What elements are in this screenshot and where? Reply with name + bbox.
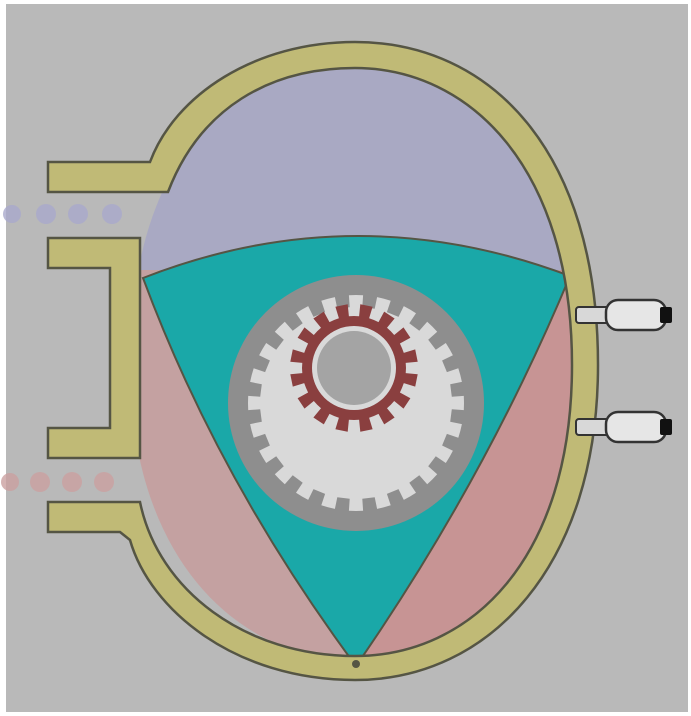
apex-seal bbox=[352, 660, 360, 668]
eccentric-shaft bbox=[317, 331, 391, 405]
